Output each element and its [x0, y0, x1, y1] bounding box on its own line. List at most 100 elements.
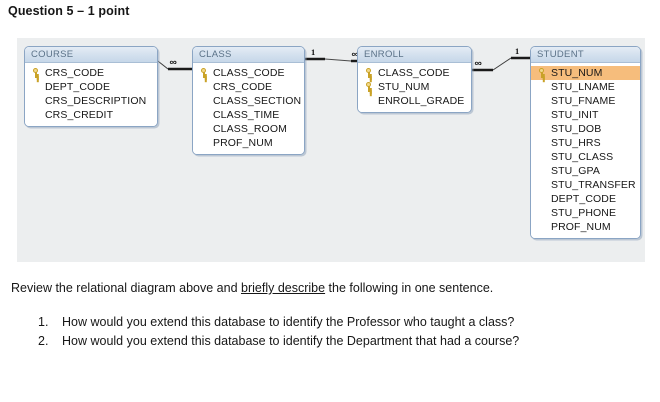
list-item-number: 2. [38, 334, 49, 348]
relationship-enroll-student: ∞ 1 [471, 46, 533, 76]
primary-key-icon [538, 68, 547, 78]
key-slot-empty [28, 80, 45, 94]
page-title: Question 5 – 1 point [8, 4, 130, 18]
field-row[interactable]: CLASS_SECTION [193, 94, 304, 108]
list-item: 1.How would you extend this database to … [38, 313, 519, 332]
key-slot-filled [196, 66, 213, 80]
key-slot-empty [534, 192, 551, 206]
key-slot-empty [196, 136, 213, 150]
entity-title-enroll: ENROLL [358, 47, 471, 63]
field-label: CRS_CREDIT [45, 109, 114, 121]
field-label: CLASS_CODE [213, 67, 285, 79]
field-row[interactable]: STU_HRS [531, 136, 640, 150]
field-label: CRS_DESCRIPTION [45, 95, 147, 107]
field-row[interactable]: STU_INIT [531, 108, 640, 122]
field-row[interactable]: PROF_NUM [193, 136, 304, 150]
entity-title-class: CLASS [193, 47, 304, 63]
key-slot-empty [534, 108, 551, 122]
field-row[interactable]: CLASS_CODE [193, 66, 304, 80]
field-label: STU_INIT [551, 109, 599, 121]
field-label: CLASS_CODE [378, 67, 450, 79]
key-slot-empty [28, 94, 45, 108]
primary-key-icon [365, 68, 374, 78]
field-row[interactable]: STU_NUM [358, 80, 471, 94]
instruction-tail: the following in one sentence. [325, 281, 494, 295]
field-label: STU_NUM [378, 81, 430, 93]
field-label: ENROLL_GRADE [378, 95, 465, 107]
field-label: PROF_NUM [213, 137, 273, 149]
field-label: DEPT_CODE [551, 193, 617, 205]
field-label: STU_TRANSFER [551, 179, 636, 191]
key-slot-empty [534, 150, 551, 164]
field-label: PROF_NUM [551, 221, 611, 233]
field-row[interactable]: CLASS_CODE [358, 66, 471, 80]
field-row[interactable]: STU_TRANSFER [531, 178, 640, 192]
field-row[interactable]: CRS_CODE [193, 80, 304, 94]
field-row[interactable]: CRS_CREDIT [25, 108, 157, 122]
field-label: STU_FNAME [551, 95, 616, 107]
key-slot-empty [534, 220, 551, 234]
field-row[interactable]: STU_LNAME [531, 80, 640, 94]
field-row[interactable]: ENROLL_GRADE [358, 94, 471, 108]
key-slot-empty [361, 94, 378, 108]
field-list: CLASS_CODE STU_NUM ENROLL_GRADE [358, 63, 471, 112]
field-row[interactable]: CLASS_ROOM [193, 122, 304, 136]
key-slot-filled [28, 66, 45, 80]
list-item-text: How would you extend this database to id… [62, 315, 515, 329]
key-slot-filled [361, 80, 378, 94]
key-slot-empty [534, 178, 551, 192]
field-row[interactable]: DEPT_CODE [25, 80, 157, 94]
field-row[interactable]: STU_FNAME [531, 94, 640, 108]
primary-key-icon [200, 68, 209, 78]
key-slot-empty [196, 108, 213, 122]
key-slot-empty [196, 80, 213, 94]
key-slot-empty [196, 122, 213, 136]
field-row[interactable]: PROF_NUM [531, 220, 640, 234]
field-row[interactable]: CRS_DESCRIPTION [25, 94, 157, 108]
entity-title-student: STUDENT [531, 47, 640, 63]
cardinality-many-enroll: ∞ [351, 49, 359, 59]
field-label: CLASS_ROOM [213, 123, 287, 135]
entity-table-enroll[interactable]: ENROLL CLASS_CODE STU_NUM ENROLL_GRADE [357, 46, 472, 113]
key-slot-empty [28, 108, 45, 122]
cardinality-many-enroll-student: ∞ [474, 58, 482, 68]
field-label: CRS_CODE [213, 81, 273, 93]
list-item: 2.How would you extend this database to … [38, 332, 519, 351]
field-row[interactable]: STU_GPA [531, 164, 640, 178]
field-list: CLASS_CODE CRS_CODE CLASS_SECTION CLASS_TIM… [193, 63, 304, 154]
key-slot-empty [534, 206, 551, 220]
field-row[interactable]: CLASS_TIME [193, 108, 304, 122]
instruction-text: Review the relational diagram above and … [11, 281, 493, 295]
field-label: STU_DOB [551, 123, 602, 135]
field-label: DEPT_CODE [45, 81, 111, 93]
field-row[interactable]: STU_CLASS [531, 150, 640, 164]
cardinality-many-class: ∞ [169, 57, 177, 67]
key-slot-filled [361, 66, 378, 80]
field-label: STU_HRS [551, 137, 601, 149]
field-row[interactable]: CRS_CODE [25, 66, 157, 80]
field-list: CRS_CODE DEPT_CODE CRS_DESCRIPTION CRS_CRED… [25, 63, 157, 126]
cardinality-one-student: 1 [515, 46, 520, 56]
primary-key-icon [32, 68, 41, 78]
field-row[interactable]: STU_DOB [531, 122, 640, 136]
field-row[interactable]: STU_PHONE [531, 206, 640, 220]
key-slot-empty [196, 94, 213, 108]
instruction-lead: Review the relational diagram above and [11, 281, 241, 295]
key-slot-empty [534, 136, 551, 150]
key-slot-filled [534, 66, 551, 80]
field-label: CRS_CODE [45, 67, 105, 79]
question-list: 1.How would you extend this database to … [38, 313, 519, 351]
field-row[interactable]: DEPT_CODE [531, 192, 640, 206]
field-label: CLASS_TIME [213, 109, 280, 121]
field-label: STU_CLASS [551, 151, 614, 163]
instruction-emphasis: briefly describe [241, 281, 326, 295]
field-label: CLASS_SECTION [213, 95, 302, 107]
key-slot-empty [534, 122, 551, 136]
primary-key-icon [365, 82, 374, 92]
field-row[interactable]: STU_NUM [531, 66, 640, 80]
key-slot-empty [534, 164, 551, 178]
